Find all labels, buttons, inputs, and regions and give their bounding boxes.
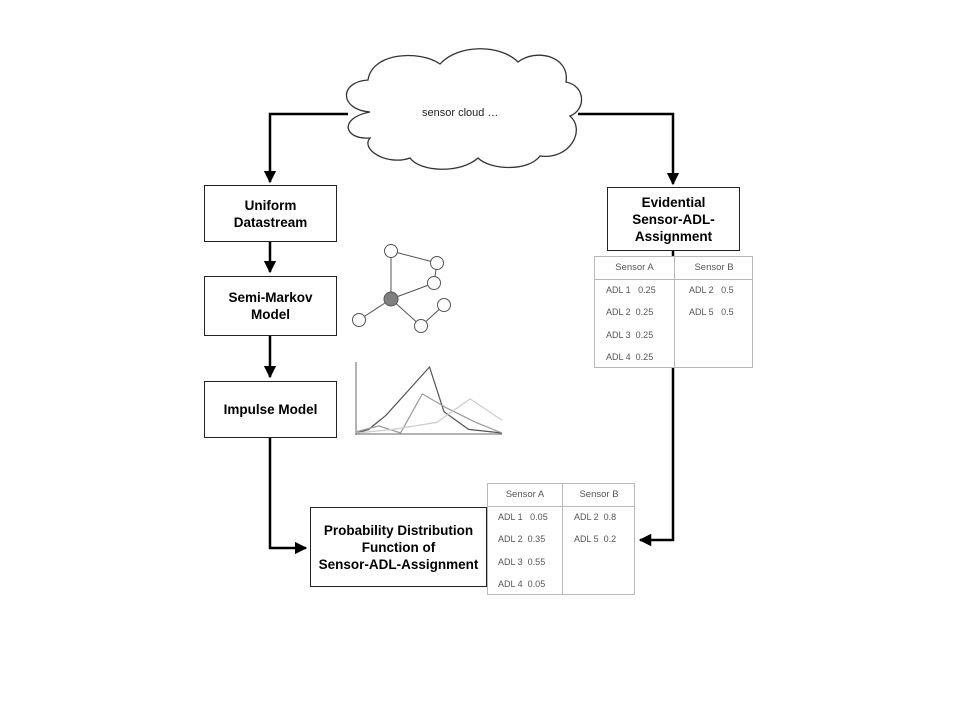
sensor-cloud-label: sensor cloud … xyxy=(422,107,499,119)
table-cell: ADL 3 0.55 xyxy=(498,557,546,567)
arrow-cloud-to-uniform xyxy=(263,112,348,184)
pdf-table: Sensor A Sensor B ADL 1 0.05 ADL 2 0.35 … xyxy=(487,483,635,595)
graph-node xyxy=(384,244,398,258)
table-cell: ADL 1 0.05 xyxy=(498,512,548,522)
graph-node xyxy=(414,319,428,333)
graph-node xyxy=(437,298,451,312)
impulse-model-box: Impulse Model xyxy=(204,381,337,438)
table-cell: ADL 4 0.25 xyxy=(606,352,654,362)
evidential-assignment-box: Evidential Sensor-ADL- Assignment xyxy=(607,187,740,251)
table-header: Sensor B xyxy=(694,262,734,273)
network-graph-illustration xyxy=(352,244,451,333)
table-header: Sensor B xyxy=(579,489,619,500)
graph-node xyxy=(430,256,444,270)
table-cell: ADL 4 0.05 xyxy=(498,579,546,589)
table-cell: ADL 2 0.5 xyxy=(689,285,734,295)
table-cell: ADL 5 0.5 xyxy=(689,307,734,317)
table-header: Sensor A xyxy=(505,489,545,500)
table-header: Sensor A xyxy=(615,262,654,273)
uniform-datastream-box: Uniform Datastream xyxy=(204,185,337,242)
table-cell: ADL 5 0.2 xyxy=(574,534,617,544)
sensor-cloud xyxy=(345,48,583,170)
table-cell: ADL 2 0.35 xyxy=(498,534,546,544)
impulse-line-chart xyxy=(355,362,503,435)
chart-series-line-1 xyxy=(356,365,503,434)
table-cell: ADL 2 0.25 xyxy=(606,307,654,317)
chart-series-line-3 xyxy=(356,398,503,434)
probability-distribution-box: Probability Distribution Function of Sen… xyxy=(310,507,487,587)
graph-node xyxy=(427,276,441,290)
arrow-cloud-to-evidential xyxy=(578,112,680,186)
table-cell: ADL 3 0.25 xyxy=(606,330,654,340)
table-cell: ADL 1 0.25 xyxy=(606,285,656,295)
chart-series-line-2 xyxy=(356,393,503,434)
graph-node-center xyxy=(383,291,399,307)
semi-markov-model-box: Semi-Markov Model xyxy=(204,276,337,336)
table-cell: ADL 2 0.8 xyxy=(574,512,617,522)
arrow-impulse-to-pdf xyxy=(268,438,308,555)
graph-node xyxy=(352,313,366,327)
arrow-evidential-to-pdf xyxy=(638,368,675,547)
evidential-table: Sensor A Sensor B ADL 1 0.25 ADL 2 0.25 … xyxy=(594,256,753,368)
